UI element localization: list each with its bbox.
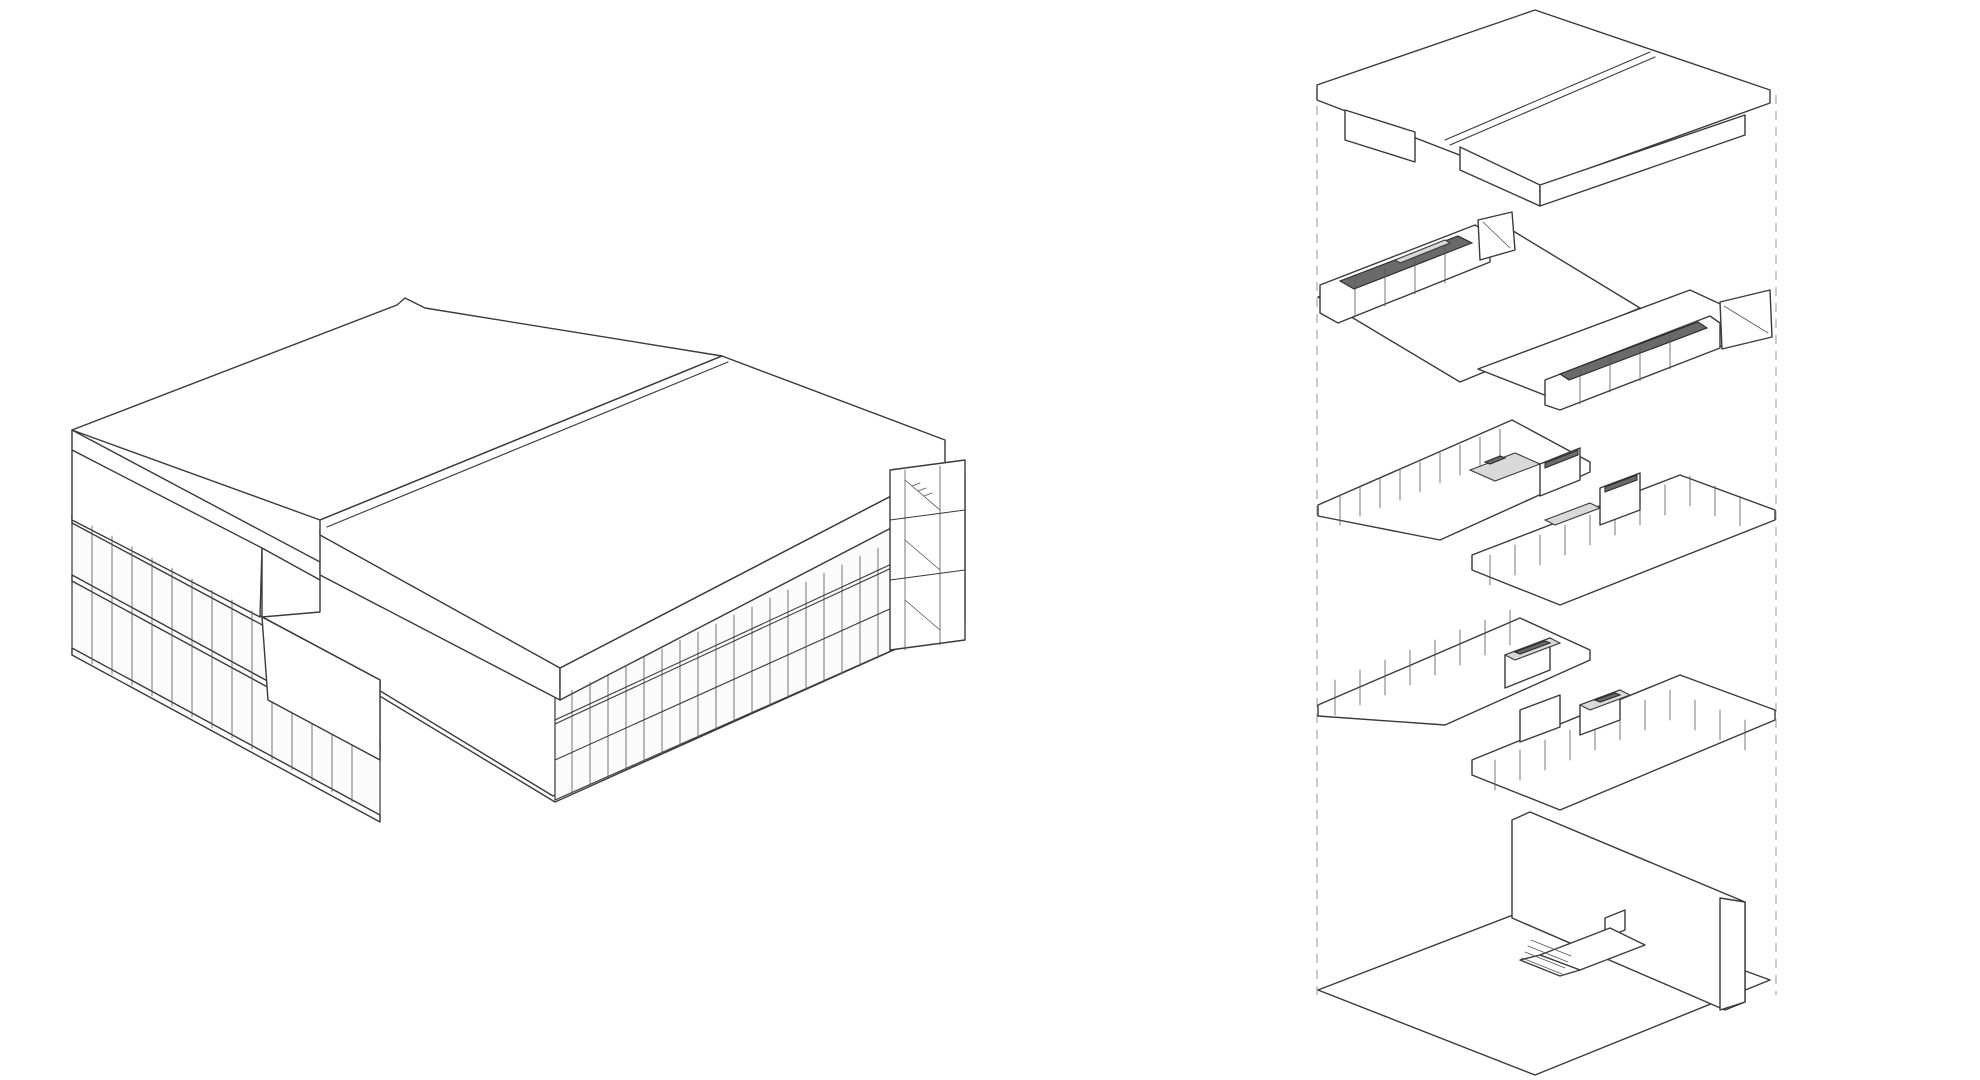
courtyard xyxy=(261,616,381,761)
layer-third-floor xyxy=(1317,211,1773,411)
stair-tower xyxy=(889,459,966,651)
layer-second-floor xyxy=(1317,419,1776,606)
layer-ground-plinth xyxy=(1317,811,1771,1076)
layer-roof xyxy=(1316,9,1771,207)
second-floor-grid-left xyxy=(1339,428,1501,526)
exploded-axonometric xyxy=(1316,9,1777,1076)
building-axonometric xyxy=(71,297,966,823)
first-floor-columns-left xyxy=(1334,609,1511,716)
layer-first-floor xyxy=(1317,609,1776,811)
first-floor-columns-right xyxy=(1494,689,1746,791)
upper-block-left xyxy=(71,429,321,618)
